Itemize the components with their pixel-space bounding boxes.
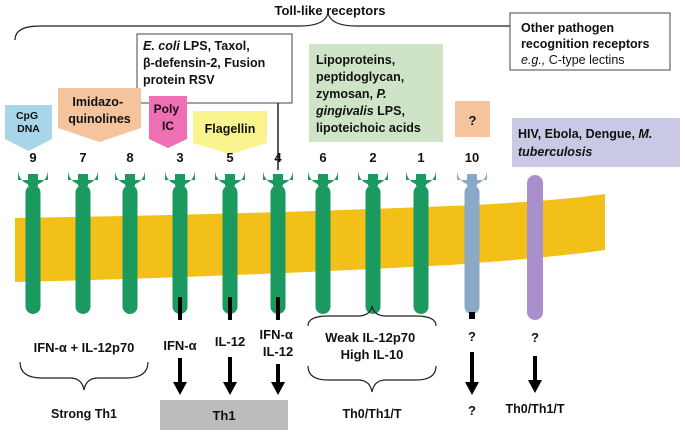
other-prr-line1: Other pathogen bbox=[521, 21, 614, 35]
hiv-tuberculosis: tuberculosis bbox=[518, 145, 592, 159]
imidazo-line2: quinolines bbox=[68, 112, 131, 126]
tlr-num-2: 2 bbox=[369, 150, 376, 165]
outcome-th1: Th1 bbox=[212, 408, 235, 423]
other-arrowhead bbox=[528, 380, 542, 393]
th1-bar bbox=[160, 400, 288, 430]
group1-cytokines: IFN-α + IL-12p70 bbox=[34, 340, 135, 355]
tlr5-cytokine: IL-12 bbox=[215, 334, 245, 349]
tlr-num-9: 9 bbox=[29, 150, 36, 165]
polyic-line2: IC bbox=[162, 119, 174, 133]
tlr4-cytokine-ifn: IFN-α bbox=[260, 327, 293, 342]
lipo-line2: peptidoglycan, bbox=[316, 70, 404, 84]
cpg-ligand-shape bbox=[5, 105, 52, 151]
svg-text:Weak IL-12p70 High IL-10: Weak IL-12p70 High IL-10 bbox=[325, 330, 419, 362]
lipo-line5: lipoteichoic acids bbox=[316, 121, 421, 135]
imidazo-line1: Imidazo- bbox=[72, 95, 123, 109]
lipo-p: P. bbox=[376, 87, 386, 101]
tlr4-ligand-ecoli: E. coli bbox=[143, 39, 180, 53]
tlr4-arrowhead bbox=[271, 382, 285, 395]
tlr10-q1: ? bbox=[468, 329, 476, 344]
outcome-other: Th0/Th1/T bbox=[505, 402, 564, 416]
tlr3-cytokine: IFN-α bbox=[163, 338, 196, 353]
polyic-line1: Poly bbox=[154, 102, 180, 116]
hiv-m: M. bbox=[638, 127, 652, 141]
flagellin-ligand-shape bbox=[193, 111, 267, 154]
polyic-ligand-shape bbox=[149, 96, 187, 148]
tlr10-outcome: ? bbox=[468, 403, 476, 418]
lipo-gingivalis-rest: LPS, bbox=[374, 104, 405, 118]
tlr5-arrowhead bbox=[223, 382, 237, 395]
tlr-num-10: 10 bbox=[465, 150, 479, 165]
group3-top-brace bbox=[307, 305, 437, 327]
other-prr-box bbox=[509, 12, 671, 71]
svg-text:HIV, Ebola, Dengue, M. tub: HIV, Ebola, Dengue, M. tuberculosis bbox=[518, 127, 656, 159]
other-prr-eg: e.g., bbox=[521, 53, 545, 67]
group1-brace bbox=[19, 361, 149, 391]
tlr4-cytokine-il12: IL-12 bbox=[263, 344, 293, 359]
lipo-line3: zymosan, bbox=[316, 87, 376, 101]
tlr-header: Toll-like receptors bbox=[274, 3, 385, 18]
outcome-group3: Th0/Th1/T bbox=[342, 407, 401, 421]
tlr-num-6: 6 bbox=[319, 150, 326, 165]
tlr10-ligand-box bbox=[455, 101, 490, 137]
svg-text:e.g., C-type lectins: e.g., C-type lectins bbox=[521, 53, 625, 67]
flagellin-label: Flagellin bbox=[205, 122, 256, 136]
svg-text:IFN-α IL-12: IFN-α IL-12 bbox=[260, 327, 297, 359]
tlr-num-5: 5 bbox=[226, 150, 233, 165]
cpg-line1: CpG bbox=[16, 110, 38, 122]
tlr4-ligand-line2: β-defensin-2, Fusion bbox=[143, 56, 265, 70]
svg-text:Lipoproteins, peptidoglyca: Lipoproteins, peptidoglycan, zymosan, P.… bbox=[315, 53, 421, 135]
tlr-num-7: 7 bbox=[79, 150, 86, 165]
lipo-gingivalis: gingivalis bbox=[315, 104, 374, 118]
hiv-ligand-box bbox=[512, 118, 680, 167]
receptor-other-prr bbox=[527, 175, 543, 320]
lipo-ligand-box bbox=[309, 44, 443, 142]
other-prr-eg-rest: C-type lectins bbox=[545, 53, 624, 67]
group3-bottom-brace bbox=[307, 365, 437, 393]
tlr-num-3: 3 bbox=[176, 150, 183, 165]
tlr3-arrowhead bbox=[173, 382, 187, 395]
outcome-strong-th1: Strong Th1 bbox=[51, 407, 117, 421]
tlr-num-4: 4 bbox=[274, 150, 282, 165]
tlr10-dash bbox=[469, 312, 475, 319]
svg-text:Poly IC: Poly IC bbox=[154, 102, 183, 133]
tlr10-arrowhead bbox=[465, 382, 479, 395]
tlr4-ligand-line1: LPS, Taxol, bbox=[180, 39, 250, 53]
tlr4-ligand-line3: protein RSV bbox=[143, 73, 215, 87]
other-q: ? bbox=[531, 330, 539, 345]
lipo-line1: Lipoproteins, bbox=[316, 53, 395, 67]
imidazo-ligand-shape bbox=[58, 88, 141, 142]
svg-text:E. coli LPS, Taxol, β-defe: E. coli LPS, Taxol, β-defensin-2, Fusion… bbox=[143, 39, 269, 87]
svg-text:Imidazo- quinolines: Imidazo- quinolines bbox=[68, 95, 131, 126]
group3-cytokine-2: High IL-10 bbox=[341, 347, 404, 362]
tlr4-ligand-box bbox=[136, 33, 293, 104]
tlr-num-8: 8 bbox=[126, 150, 133, 165]
group3-cytokine-1: Weak IL-12p70 bbox=[325, 330, 415, 345]
svg-text:Other pathogen recognition: Other pathogen recognition receptors bbox=[521, 21, 650, 51]
tlr10-ligand-q: ? bbox=[469, 113, 477, 128]
tlr-num-1: 1 bbox=[417, 150, 424, 165]
other-prr-line2: recognition receptors bbox=[521, 37, 650, 51]
svg-text:CpG DNA: CpG DNA bbox=[16, 110, 41, 135]
cpg-line2: DNA bbox=[17, 123, 40, 135]
cell-membrane bbox=[15, 194, 605, 282]
hiv-line1: HIV, Ebola, Dengue, bbox=[518, 127, 638, 141]
